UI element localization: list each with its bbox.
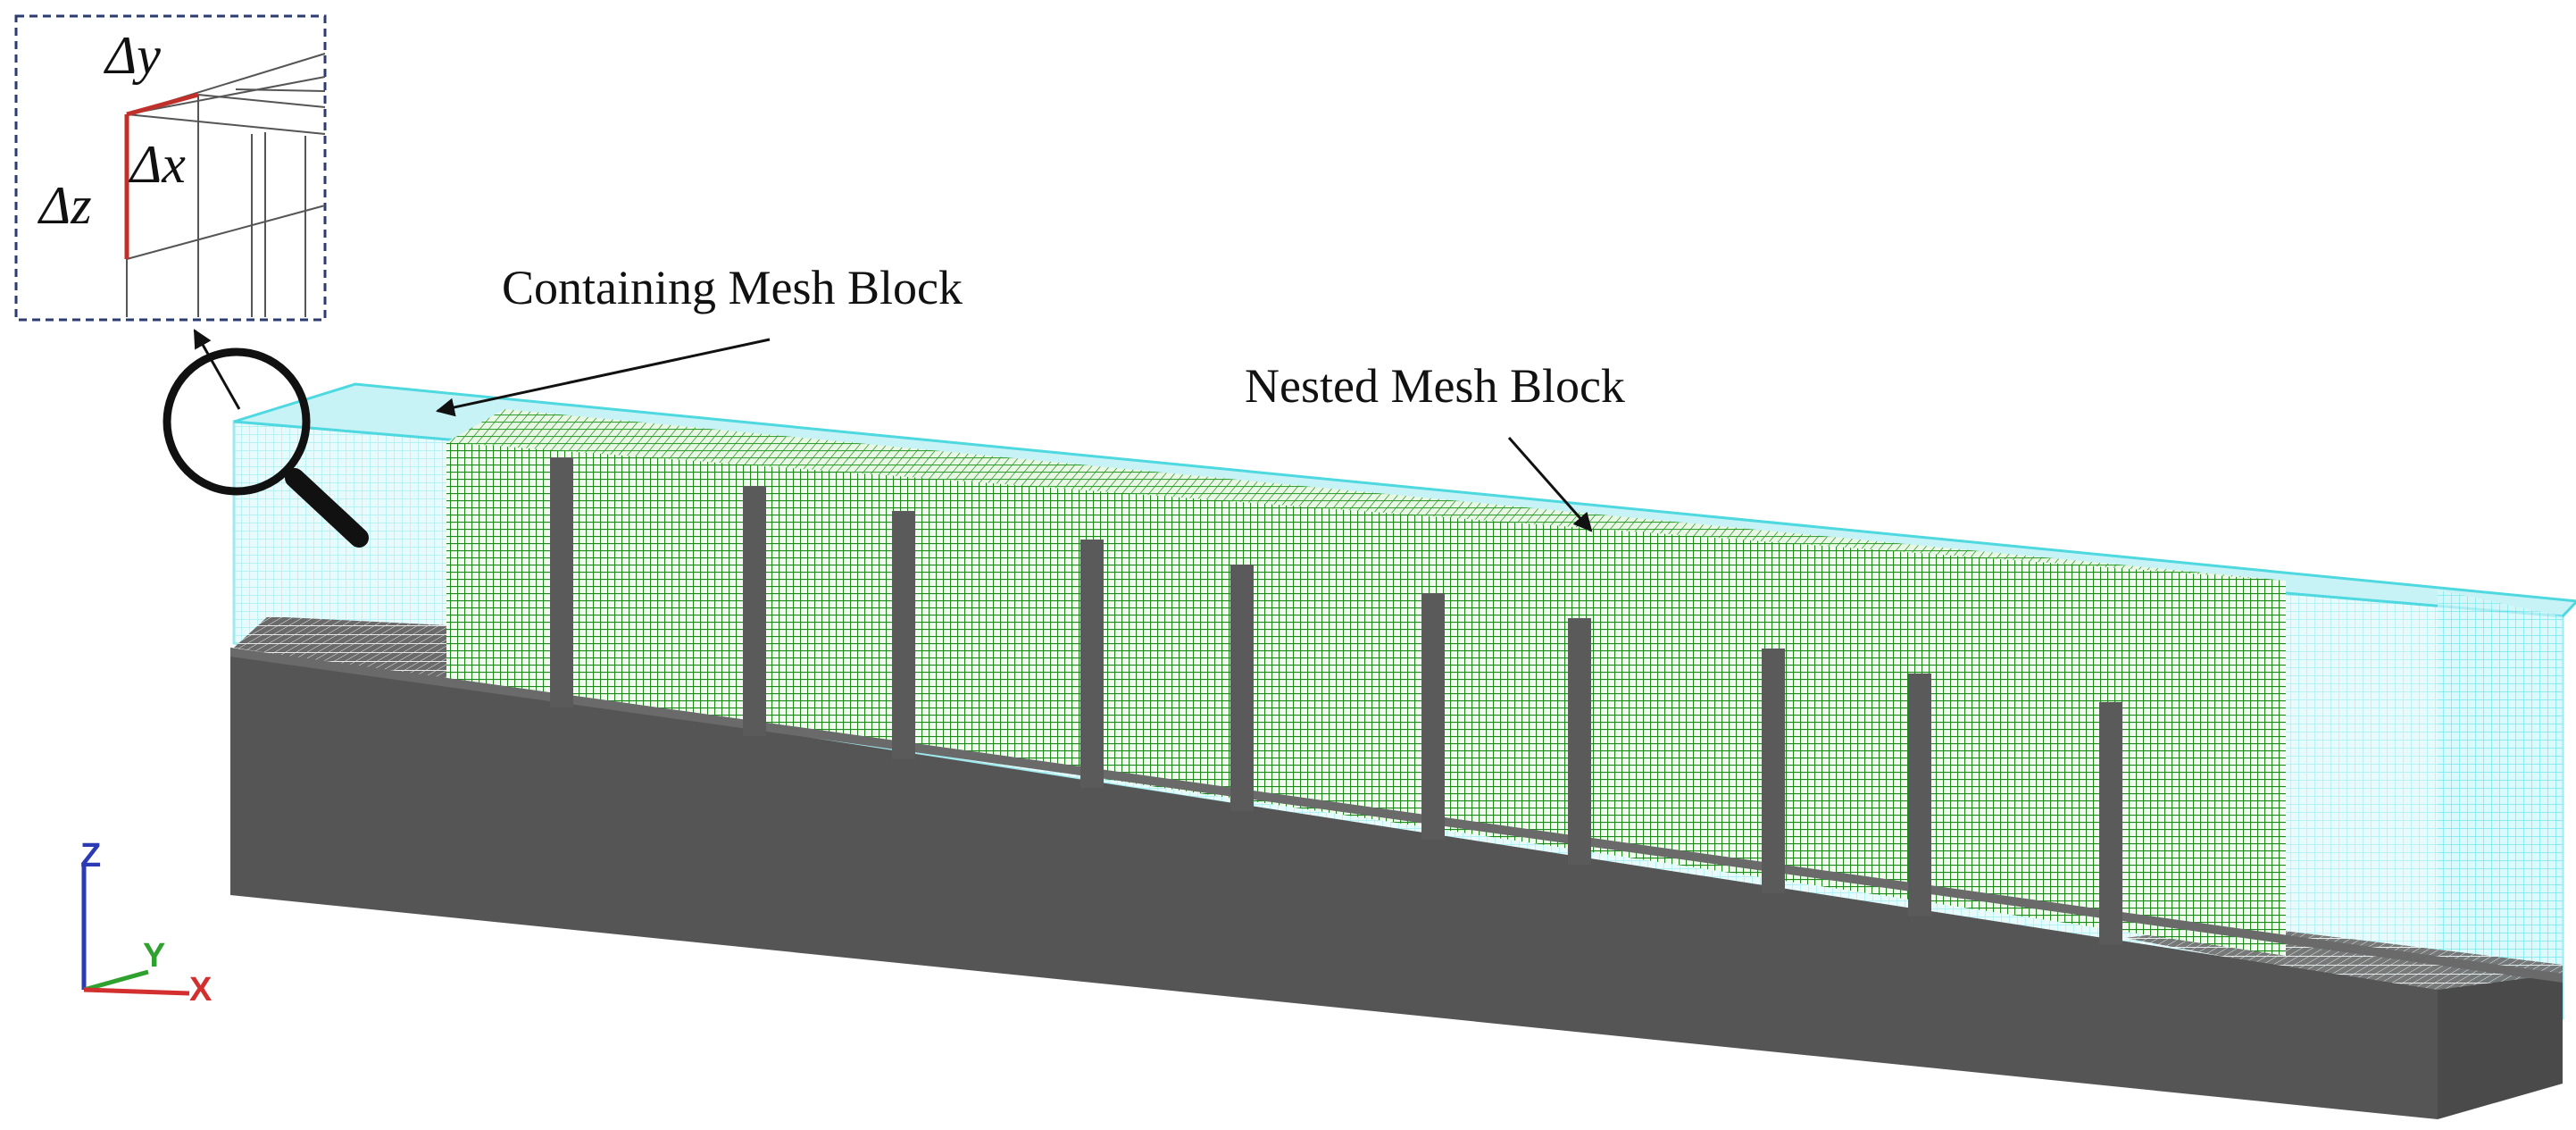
baffle-6	[1421, 593, 1445, 840]
baffle-9	[1908, 674, 1931, 917]
label-containing-mesh-block: Containing Mesh Block	[502, 261, 963, 314]
magnifier-icon	[163, 329, 369, 548]
axis-y-label: Y	[143, 937, 165, 975]
solid-base-end	[2438, 974, 2563, 1119]
callout-nested: Nested Mesh Block	[1245, 359, 1625, 532]
baffle-2	[743, 486, 766, 736]
callout-containing: Containing Mesh Block	[435, 261, 963, 417]
inset-label-dx: Δx	[129, 135, 186, 194]
axis-z-label: Z	[80, 837, 101, 875]
inset-frame	[14, 14, 327, 322]
inset-mesh-lines	[126, 53, 326, 317]
baffle-plates	[550, 457, 2122, 945]
containing-mesh-end	[2438, 590, 2563, 1018]
arrow-containing	[435, 338, 771, 417]
solid-base-top-edge	[230, 648, 2563, 983]
inset-zoom-box: Δy Δx Δz	[14, 14, 327, 322]
baffle-3	[892, 511, 915, 759]
axis-y-line	[83, 969, 149, 992]
arrow-nested	[1507, 437, 1593, 532]
solid-base-front	[230, 648, 2438, 1119]
baffle-8	[1762, 649, 1785, 893]
inset-label-dz: Δz	[38, 176, 92, 235]
baffle-10	[2099, 702, 2122, 945]
baffle-4	[1080, 540, 1104, 788]
inset-cell-edges	[124, 92, 199, 259]
axis-x-label: X	[189, 971, 213, 1009]
magnifier-pointer-arrow	[193, 329, 241, 410]
floor-mesh-left	[234, 616, 446, 681]
baffle-1	[550, 457, 573, 707]
axes-triad: Z Y X	[80, 837, 213, 1009]
axis-x-line	[83, 987, 190, 996]
inset-label-dy: Δy	[104, 26, 161, 85]
label-nested-mesh-block: Nested Mesh Block	[1245, 359, 1625, 413]
solid-base	[230, 648, 2563, 1119]
baffle-5	[1230, 565, 1254, 811]
baffle-7	[1568, 618, 1591, 865]
cell-edge-dy	[126, 92, 199, 117]
